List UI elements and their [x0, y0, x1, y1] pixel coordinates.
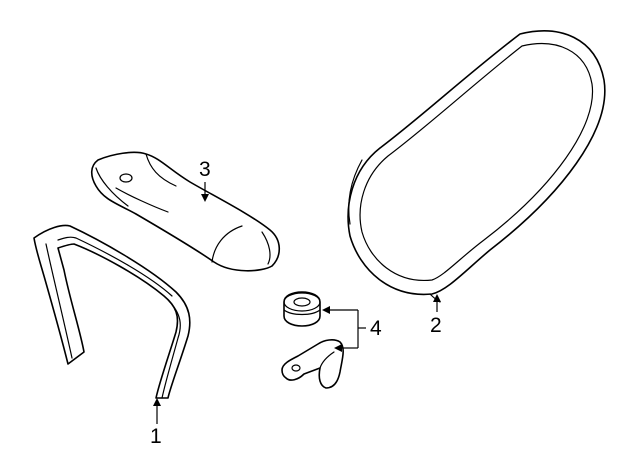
- part-4-bracket[interactable]: [281, 339, 344, 389]
- leader-3: [201, 182, 209, 202]
- part-2-serpentine-belt[interactable]: [347, 30, 606, 303]
- leader-2: [433, 294, 441, 312]
- leader-1: [153, 398, 161, 424]
- part-1-belt-segment[interactable]: [33, 224, 191, 399]
- callout-4: 4: [370, 317, 382, 340]
- leader-4: [322, 306, 366, 352]
- part-3-cover[interactable]: [90, 151, 281, 272]
- callout-2: 2: [430, 314, 442, 337]
- part-4-grommet[interactable]: [283, 291, 321, 327]
- callout-1: 1: [150, 425, 162, 448]
- callout-3: 3: [199, 158, 211, 181]
